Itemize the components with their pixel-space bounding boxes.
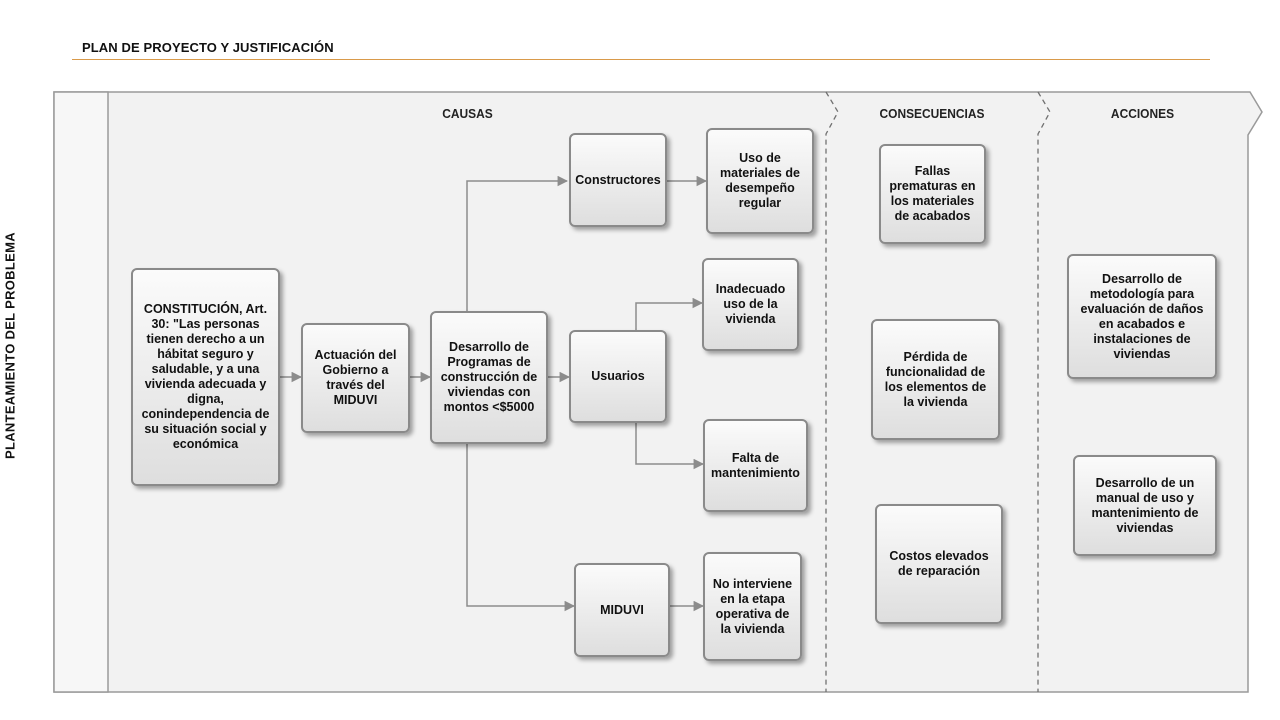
no-interviene-box: No interviene en la etapa operativa de l… [703,552,802,661]
desarrollo-metodologia-box: Desarrollo de metodología para evaluació… [1067,254,1217,379]
lane-separator-consecuencias [1037,91,1051,692]
fallas-prematuras-box: Fallas prematuras en los materiales de a… [879,144,986,244]
connectors [280,175,708,612]
miduvi-box: MIDUVI [574,563,670,657]
slide-title: PLAN DE PROYECTO Y JUSTIFICACIÓN [82,40,334,55]
inadecuado-uso-box: Inadecuado uso de la vivienda [702,258,799,351]
lane-header-causas: CAUSAS [442,106,493,121]
title-divider [72,59,1210,60]
lane-separator-causas [825,91,839,692]
side-label: PLANTEAMIENTO DEL PROBLEMA [2,232,18,459]
arrow-usuarios-falta [635,423,705,470]
uso-materiales-box: Uso de materiales de desempeño regular [706,128,814,234]
side-label-column [53,91,109,693]
arrow-desarrollo-miduvi [466,444,576,612]
desarrollo-programas-box: Desarrollo de Programas de construcción … [430,311,548,444]
falta-mantenimiento-box: Falta de mantenimiento [703,419,808,512]
arrow-usuarios-inadecuado [635,297,704,330]
constructores-box: Constructores [569,133,667,227]
perdida-funcionalidad-box: Pérdida de funcionalidad de los elemento… [871,319,1000,440]
usuarios-box: Usuarios [569,330,667,423]
costos-elevados-box: Costos elevados de reparación [875,504,1003,624]
arrow-desarrollo-constructores [466,175,569,311]
actuacion-box: Actuación del Gobierno a través del MIDU… [301,323,410,433]
constitucion-box: CONSTITUCIÓN, Art. 30: "Las personas tie… [131,268,280,486]
lane-header-acciones: ACCIONES [1110,106,1175,121]
lane-header-consecuencias: CONSECUENCIAS [879,106,985,121]
desarrollo-manual-box: Desarrollo de un manual de uso y manteni… [1073,455,1217,556]
